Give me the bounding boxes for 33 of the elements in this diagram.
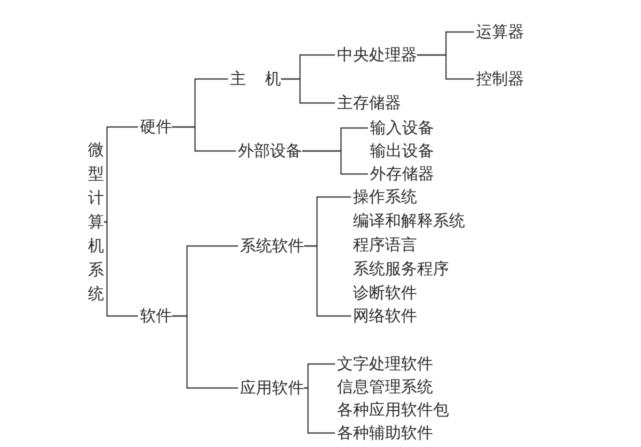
item-label: 各种应用软件包 [337, 400, 449, 420]
item-label: 外存储器 [370, 164, 434, 184]
item-label: 控制器 [476, 69, 524, 89]
branch-label: 外部设备 [238, 141, 302, 161]
connector-line [304, 387, 335, 434]
connector-line [104, 126, 138, 223]
branch-label: 硬件 [140, 117, 172, 137]
connector-line [304, 245, 351, 317]
connector-line [172, 315, 238, 389]
branch-label: 主 机 [230, 69, 282, 89]
connector-line [302, 150, 368, 175]
branch-label: 中央处理器 [337, 45, 417, 65]
item-label: 各种辅助软件 [337, 423, 433, 443]
root-label: 微型计算机系统 [88, 138, 104, 306]
connector-line [281, 78, 335, 104]
item-label: 操作系统 [353, 187, 417, 207]
item-label: 文字处理软件 [337, 354, 433, 374]
connector-line [104, 221, 138, 317]
item-label: 输入设备 [370, 118, 434, 138]
branch-label: 系统软件 [240, 236, 304, 256]
item-label: 系统服务程序 [353, 259, 449, 279]
branch-label: 应用软件 [240, 378, 304, 398]
item-label: 输出设备 [370, 141, 434, 161]
item-label: 诊断软件 [353, 283, 417, 303]
connector-line [172, 126, 236, 152]
item-label: 网络软件 [353, 306, 417, 326]
branch-label: 软件 [140, 306, 172, 326]
item-label: 运算器 [476, 22, 524, 42]
item-label: 主存储器 [337, 93, 401, 113]
item-label: 信息管理系统 [337, 377, 433, 397]
connector-line [417, 54, 474, 80]
item-label: 编译和解释系统 [353, 211, 465, 231]
item-label: 程序语言 [353, 235, 417, 255]
